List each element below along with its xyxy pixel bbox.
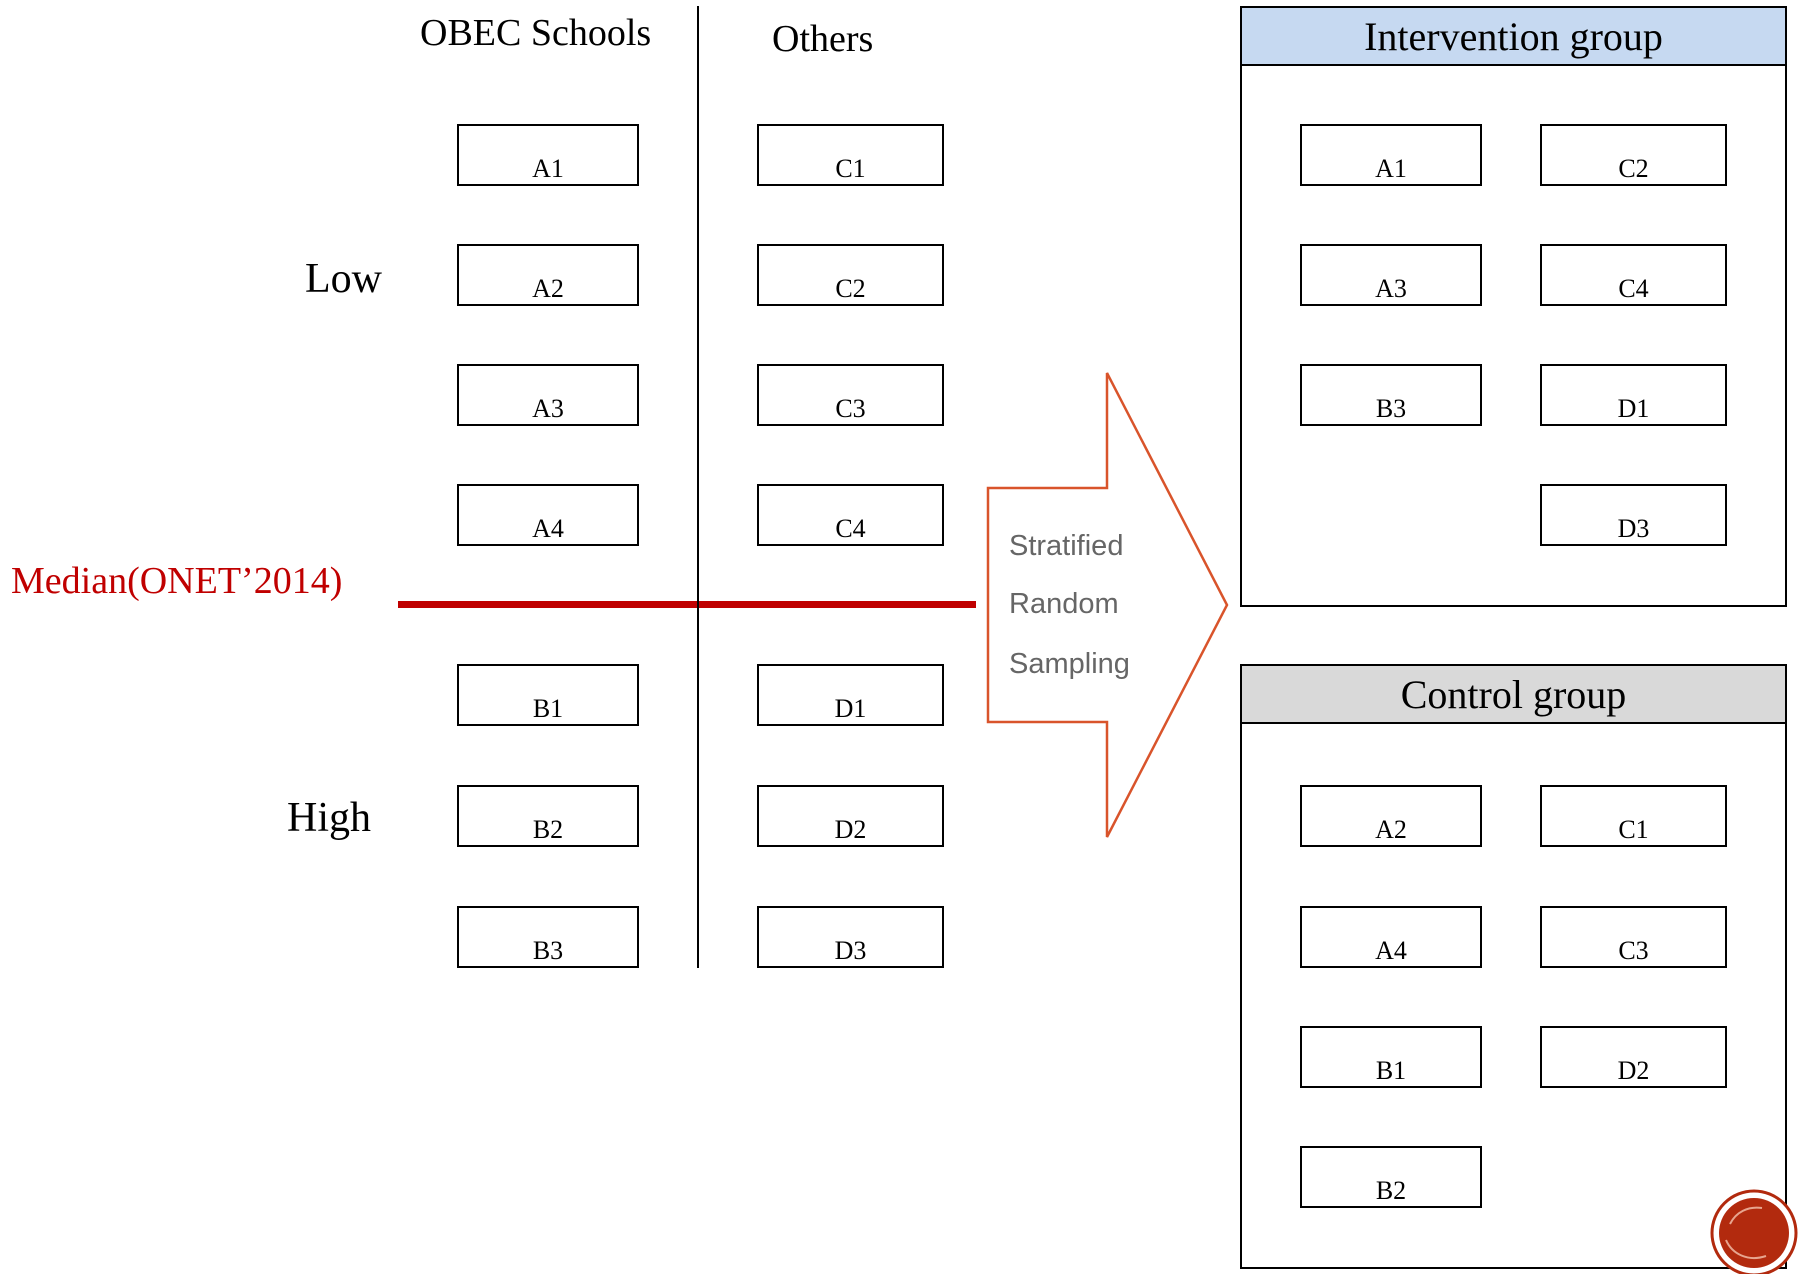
intervention-school-box: C4 bbox=[1540, 244, 1727, 306]
column-divider bbox=[697, 6, 699, 968]
intervention-school-box: B3 bbox=[1300, 364, 1482, 426]
intervention-school-box: D3 bbox=[1540, 484, 1727, 546]
school-box-others-high: D1 bbox=[757, 664, 944, 726]
control-school-box: C3 bbox=[1540, 906, 1727, 968]
control-school-box: A2 bbox=[1300, 785, 1482, 847]
control-group-title: Control group bbox=[1242, 666, 1785, 724]
median-line bbox=[398, 601, 976, 608]
intervention-group-panel: Intervention group bbox=[1240, 6, 1787, 607]
intervention-group-title: Intervention group bbox=[1242, 8, 1785, 66]
column-header-others: Others bbox=[772, 18, 874, 60]
school-box-others-low: C1 bbox=[757, 124, 944, 186]
school-box-others-low: C4 bbox=[757, 484, 944, 546]
control-school-box: B1 bbox=[1300, 1026, 1482, 1088]
school-box-others-high: D3 bbox=[757, 906, 944, 968]
sampling-arrow-shape bbox=[986, 372, 1229, 838]
control-school-box: D2 bbox=[1540, 1026, 1727, 1088]
median-label: Median(ONET’2014) bbox=[11, 560, 343, 602]
school-box-obec-low: A3 bbox=[457, 364, 639, 426]
row-label-low: Low bbox=[305, 256, 382, 302]
school-box-obec-high: B2 bbox=[457, 785, 639, 847]
control-school-box: B2 bbox=[1300, 1146, 1482, 1208]
arrow-text-sampling: Sampling bbox=[1009, 648, 1130, 680]
intervention-school-box: D1 bbox=[1540, 364, 1727, 426]
control-school-box: A4 bbox=[1300, 906, 1482, 968]
school-box-others-low: C2 bbox=[757, 244, 944, 306]
school-box-obec-high: B1 bbox=[457, 664, 639, 726]
column-header-obec-schools: OBEC Schools bbox=[420, 12, 652, 54]
school-box-obec-high: B3 bbox=[457, 906, 639, 968]
intervention-school-box: A1 bbox=[1300, 124, 1482, 186]
school-box-obec-low: A2 bbox=[457, 244, 639, 306]
arrow-text-random: Random bbox=[1009, 588, 1119, 620]
intervention-school-box: C2 bbox=[1540, 124, 1727, 186]
row-label-high: High bbox=[287, 795, 371, 841]
slide-badge-icon bbox=[1710, 1189, 1798, 1274]
intervention-school-box: A3 bbox=[1300, 244, 1482, 306]
sampling-arrow-outline bbox=[986, 372, 1229, 838]
school-box-obec-low: A1 bbox=[457, 124, 639, 186]
school-box-others-low: C3 bbox=[757, 364, 944, 426]
arrow-text-stratified: Stratified bbox=[1009, 530, 1124, 562]
school-box-others-high: D2 bbox=[757, 785, 944, 847]
school-box-obec-low: A4 bbox=[457, 484, 639, 546]
control-school-box: C1 bbox=[1540, 785, 1727, 847]
